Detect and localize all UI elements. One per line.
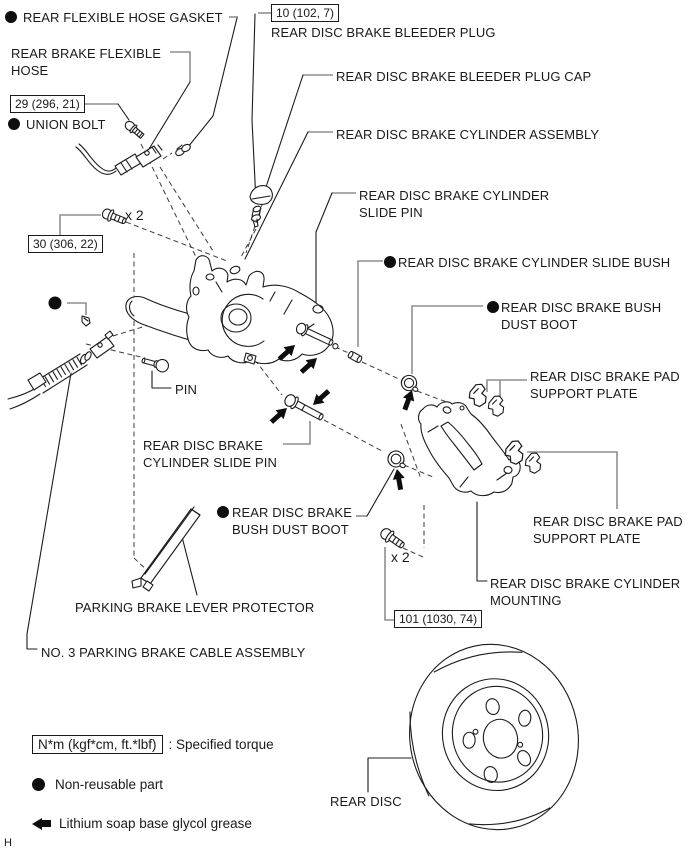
non-reusable-dot (48, 296, 62, 310)
label-text: REAR DISC BRAKE CYLINDER (359, 188, 550, 203)
label-text: REAR DISC (330, 794, 402, 809)
label-text: SUPPORT PLATE (533, 531, 641, 546)
label-text: BUSH DUST BOOT (232, 522, 349, 537)
cable-clip-drawing (81, 315, 91, 327)
label-text: REAR DISC BRAKE CYLINDER ASSEMBLY (336, 127, 600, 142)
label-text: REAR BRAKE FLEXIBLE (11, 46, 162, 61)
bush-dust-boot-upper-drawing (400, 374, 419, 392)
label-text: REAR DISC BRAKE BUSH (501, 300, 662, 315)
pin-drawing (141, 357, 170, 373)
torque-callout-union-bolt: 29 (296, 21) (10, 95, 85, 113)
label-pad-plate-lower: REAR DISC BRAKE PAD SUPPORT PLATE (533, 513, 683, 547)
leader-lines-gray (59, 12, 618, 621)
label-text: SLIDE PIN (359, 205, 423, 220)
label-text: REAR DISC BRAKE CYLINDER SLIDE BUSH (398, 255, 671, 270)
label-slide-pin-right: REAR DISC BRAKE CYLINDER SLIDE PIN (359, 187, 549, 221)
label-bleeder-plug: REAR DISC BRAKE BLEEDER PLUG (271, 24, 496, 41)
label-text: REAR DISC BRAKE (143, 438, 263, 453)
union-bolt-drawing (124, 120, 145, 139)
label-text: PARKING BRAKE LEVER PROTECTOR (75, 600, 315, 615)
label-bush-boot-right: REAR DISC BRAKE BUSH DUST BOOT (487, 299, 661, 333)
parking-cable-drawing (7, 330, 115, 410)
brake-flexible-hose-drawing (75, 143, 163, 176)
bleeder-plug-drawing (251, 205, 262, 228)
torque-value: 29 (296, 21) (15, 97, 80, 111)
grease-arrows (269, 345, 415, 491)
torque-value: 101 (1030, 74) (399, 612, 478, 626)
label-lever-protector: PARKING BRAKE LEVER PROTECTOR (75, 599, 314, 616)
label-text: NO. 3 PARKING BRAKE CABLE ASSEMBLY (41, 645, 306, 660)
lever-protector-drawing (131, 506, 201, 592)
page-letter: H (4, 837, 12, 849)
label-text: REAR DISC BRAKE CYLINDER (490, 576, 681, 591)
legend-torque: N*m (kgf*cm, ft.*lbf) : Specified torque (32, 735, 274, 754)
label-cylinder-assembly: REAR DISC BRAKE CYLINDER ASSEMBLY (336, 126, 599, 143)
legend-text: : Specified torque (168, 737, 274, 752)
qty-text: x 2 (125, 207, 144, 223)
legend-non-reusable: Non-reusable part (32, 777, 163, 792)
qty-mounting-bolt: x 2 (391, 549, 410, 565)
label-flexible-hose: REAR BRAKE FLEXIBLE HOSE (11, 45, 161, 79)
label-union-bolt: UNION BOLT (8, 116, 106, 133)
torque-callout-bleeder-plug: 10 (102, 7) (271, 4, 340, 22)
label-text: REAR DISC BRAKE BLEEDER PLUG CAP (336, 69, 592, 84)
label-text: DUST BOOT (501, 317, 578, 332)
mounting-bolt-drawing (380, 528, 405, 549)
leader-lines-black (26, 13, 488, 793)
legend-text: Lithium soap base glycol grease (59, 816, 252, 831)
pad-support-plate-drawings (468, 383, 542, 474)
label-text: MOUNTING (490, 593, 562, 608)
qty-caliper-bolt: x 2 (125, 207, 144, 223)
label-bleeder-plug-cap: REAR DISC BRAKE BLEEDER PLUG CAP (336, 68, 591, 85)
label-text: REAR DISC BRAKE PAD (530, 369, 680, 384)
cylinder-mounting-drawing (418, 401, 521, 497)
label-text: REAR DISC BRAKE (232, 505, 352, 520)
non-reusable-dot (5, 11, 17, 23)
label-rear-disc: REAR DISC (330, 793, 402, 810)
label-text: SUPPORT PLATE (530, 386, 638, 401)
non-reusable-dot (217, 506, 229, 518)
label-text: UNION BOLT (26, 117, 106, 132)
label-hose-gasket: REAR FLEXIBLE HOSE GASKET (5, 9, 223, 26)
label-slide-pin-left: REAR DISC BRAKE CYLINDER SLIDE PIN (143, 437, 277, 471)
hose-gasket-drawing (175, 143, 191, 157)
label-text: CYLINDER SLIDE PIN (143, 455, 278, 470)
non-reusable-dot (32, 778, 45, 791)
legend-text: Non-reusable part (55, 777, 164, 792)
qty-text: x 2 (391, 549, 410, 565)
label-pad-plate-upper: REAR DISC BRAKE PAD SUPPORT PLATE (530, 368, 680, 402)
slide-pin-lower-drawing (284, 394, 324, 421)
torque-box-icon: N*m (kgf*cm, ft.*lbf) (32, 735, 163, 754)
grease-arrow-icon (32, 817, 51, 830)
bush-dust-boot-lower-drawing (387, 450, 406, 469)
torque-value: 30 (306, 22) (33, 237, 98, 251)
slide-pin-upper-drawing (295, 322, 339, 350)
non-reusable-dot (8, 118, 20, 130)
label-text: REAR FLEXIBLE HOSE GASKET (23, 10, 223, 25)
label-parking-cable: NO. 3 PARKING BRAKE CABLE ASSEMBLY (41, 644, 305, 661)
label-slide-bush: REAR DISC BRAKE CYLINDER SLIDE BUSH (384, 254, 670, 271)
label-text: REAR DISC BRAKE BLEEDER PLUG (271, 25, 496, 40)
non-reusable-dot (384, 256, 396, 268)
label-text: REAR DISC BRAKE PAD (533, 514, 683, 529)
label-text: PIN (175, 382, 197, 397)
torque-value: 10 (102, 7) (276, 6, 335, 20)
label-bush-boot-left: REAR DISC BRAKE BUSH DUST BOOT (217, 504, 352, 538)
non-reusable-dot (487, 301, 499, 313)
torque-callout-caliper-bolt: 30 (306, 22) (28, 235, 103, 253)
legend-grease: Lithium soap base glycol grease (32, 816, 252, 831)
label-cylinder-mounting: REAR DISC BRAKE CYLINDER MOUNTING (490, 575, 680, 609)
rear-disc-drawing (409, 643, 579, 831)
bleeder-plug-cap-drawing (249, 185, 273, 205)
label-text: HOSE (11, 63, 49, 78)
torque-callout-mounting-bolt: 101 (1030, 74) (394, 610, 483, 628)
caliper-cylinder-assembly-drawing (125, 255, 334, 365)
caliper-bolt-drawing (101, 208, 127, 225)
slide-bush-drawing (347, 350, 363, 364)
label-pin: PIN (175, 381, 197, 398)
